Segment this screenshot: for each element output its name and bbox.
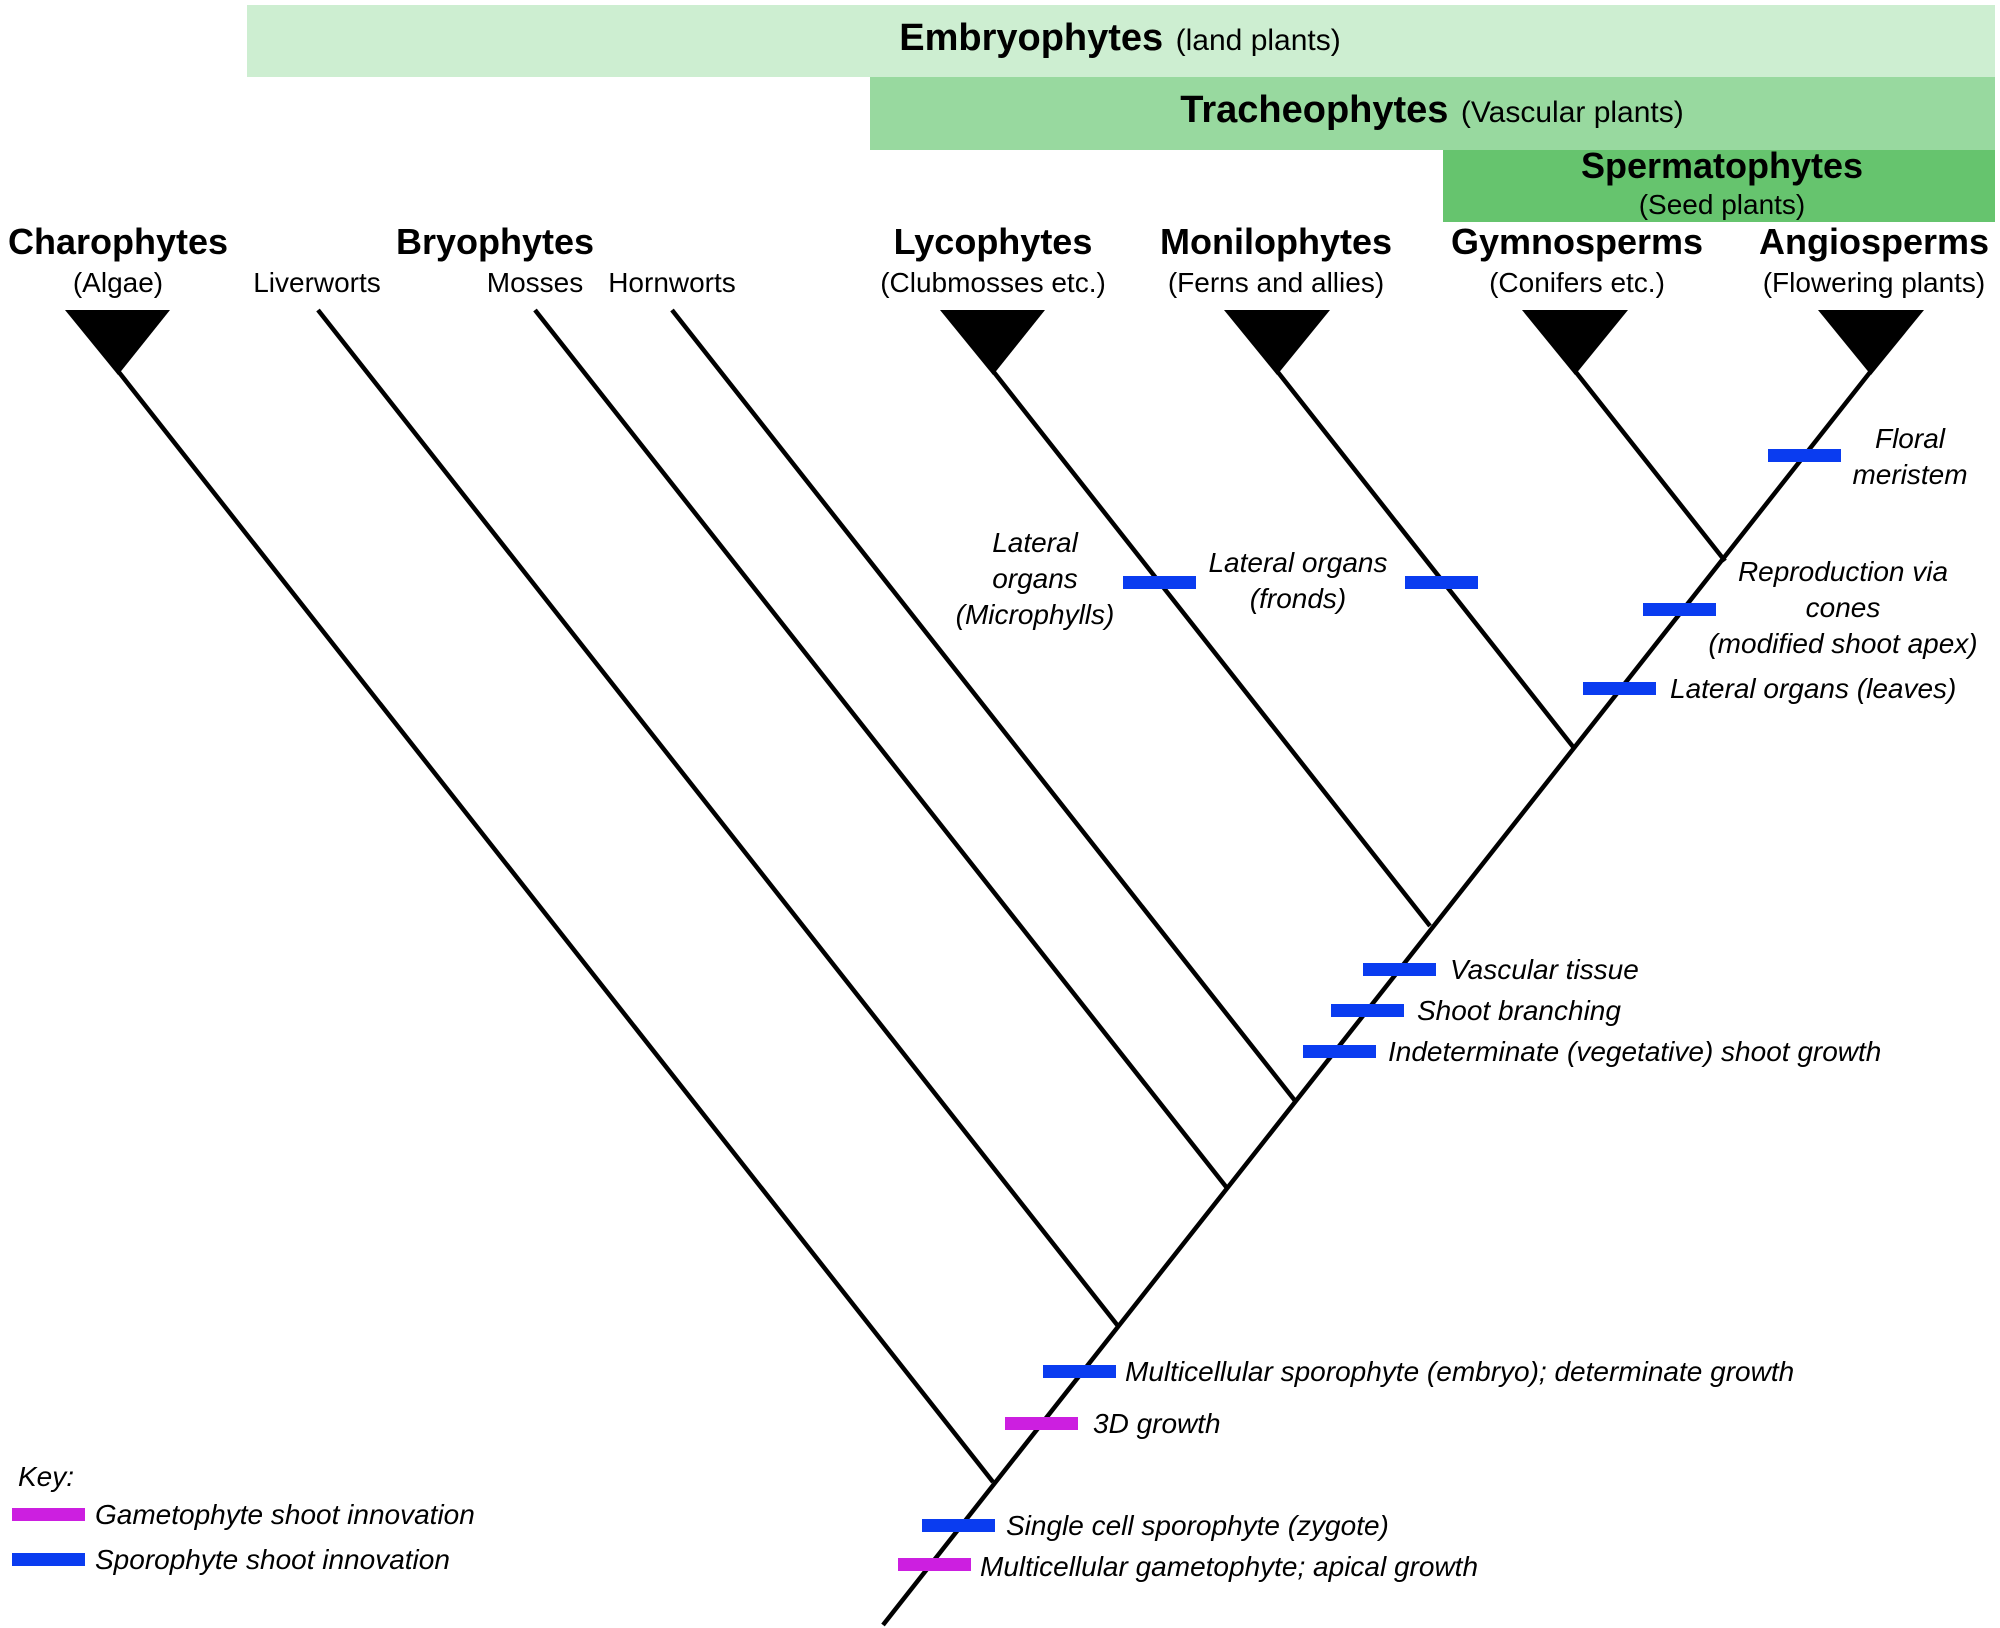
svg-text:Embryophytes (land plant: Embryophytes (land plants): [899, 17, 1341, 59]
lateral-microphylls-label-line3: (Microphylls): [956, 599, 1115, 630]
lateral-microphylls-label-line2: organs: [992, 563, 1078, 594]
bryophytes-name: Bryophytes: [396, 221, 594, 262]
lateral-fronds-marker: [1405, 576, 1478, 589]
legend-gametophyte-swatch: [12, 1508, 85, 1521]
gymnosperms-branch: [1573, 369, 1727, 563]
reproduction-cones-marker: [1643, 603, 1716, 616]
legend: Key: Gametophyte shoot innovation Sporop…: [12, 1461, 475, 1575]
liverworts-label: Liverworts: [253, 267, 381, 298]
multicellular-sporophyte-marker: [1043, 1365, 1116, 1378]
lycophytes-clade-triangle: [940, 310, 1045, 375]
multicellular-gametophyte-label: Multicellular gametophyte; apical growth: [980, 1551, 1478, 1582]
embryophytes-note: (land plants): [1176, 24, 1341, 57]
charophytes-branch: [116, 369, 995, 1484]
shoot-branching-label: Shoot branching: [1417, 995, 1621, 1026]
lateral-microphylls-label-line1: Lateral: [992, 527, 1078, 558]
tracheophytes-bar: [870, 77, 1995, 150]
floral-meristem-label-line1: Floral: [1875, 423, 1946, 454]
angiosperms-name: Angiosperms: [1759, 221, 1989, 262]
indeterminate-growth-marker: [1303, 1045, 1376, 1058]
gymnosperms-clade-triangle: [1522, 310, 1628, 375]
single-cell-sporophyte-marker: [922, 1519, 995, 1532]
lycophytes-sub: (Clubmosses etc.): [880, 267, 1106, 298]
angiosperms-sub: (Flowering plants): [1763, 267, 1986, 298]
tracheophytes-name: Tracheophytes: [1180, 89, 1448, 131]
monilophytes-clade-triangle: [1224, 310, 1330, 375]
charophytes-sub: (Algae): [73, 267, 163, 298]
spermatophytes-note: (Seed plants): [1639, 189, 1806, 220]
legend-title: Key:: [18, 1461, 74, 1492]
hornworts-branch: [670, 308, 1298, 1104]
lateral-fronds-label-line1: Lateral organs: [1208, 547, 1387, 578]
monilophytes-sub: (Ferns and allies): [1168, 267, 1384, 298]
growth-3d-label: 3D growth: [1093, 1408, 1221, 1439]
floral-meristem-marker: [1768, 449, 1841, 462]
tracheophytes-note: (Vascular plants): [1461, 96, 1684, 129]
growth-3d-marker: [1005, 1417, 1078, 1430]
lateral-fronds-label-line2: (fronds): [1250, 583, 1346, 614]
lateral-leaves-label: Lateral organs (leaves): [1670, 673, 1956, 704]
spermatophytes-bar: [1443, 150, 1995, 222]
spermatophytes-name: Spermatophytes: [1581, 145, 1863, 186]
lycophytes-branch: [991, 369, 1432, 928]
lateral-microphylls-marker: [1123, 576, 1196, 589]
gymnosperms-sub: (Conifers etc.): [1489, 267, 1665, 298]
vascular-tissue-label: Vascular tissue: [1450, 954, 1639, 985]
legend-sporophyte-swatch: [12, 1553, 85, 1566]
monilophytes-branch: [1275, 369, 1576, 750]
spine-branch: [881, 369, 1873, 1627]
reproduction-cones-label-line2: cones: [1806, 592, 1881, 623]
embryophytes-name: Embryophytes: [899, 17, 1163, 59]
legend-gametophyte-label: Gametophyte shoot innovation: [95, 1499, 475, 1530]
mosses-branch: [533, 308, 1229, 1190]
shoot-branching-marker: [1331, 1004, 1404, 1017]
charophytes-name: Charophytes: [8, 221, 228, 262]
charophytes-clade-triangle: [65, 310, 170, 375]
legend-sporophyte-label: Sporophyte shoot innovation: [95, 1544, 450, 1575]
single-cell-sporophyte-label: Single cell sporophyte (zygote): [1006, 1510, 1389, 1541]
mosses-label: Mosses: [487, 267, 583, 298]
gymnosperms-name: Gymnosperms: [1451, 221, 1703, 262]
liverworts-branch: [316, 308, 1120, 1328]
floral-meristem-label-line2: meristem: [1852, 459, 1967, 490]
clade-embryophytes: Embryophytes (land plants): [247, 5, 1995, 77]
reproduction-cones-label-line1: Reproduction via: [1738, 556, 1948, 587]
tree-branches: [116, 308, 1873, 1627]
clade-tracheophytes: Tracheophytes (Vascular plants): [870, 77, 1995, 150]
svg-text:Tracheophytes (Vascular: Tracheophytes (Vascular plants): [1180, 89, 1684, 131]
clade-spermatophytes: Spermatophytes (Seed plants): [1443, 145, 1995, 222]
lycophytes-name: Lycophytes: [894, 221, 1093, 262]
lateral-leaves-marker: [1583, 682, 1656, 695]
vascular-tissue-marker: [1363, 963, 1436, 976]
multicellular-sporophyte-label: Multicellular sporophyte (embryo); deter…: [1125, 1356, 1794, 1387]
monilophytes-name: Monilophytes: [1160, 221, 1392, 262]
innovation-markers: [898, 449, 1841, 1571]
angiosperms-clade-triangle: [1818, 310, 1924, 375]
reproduction-cones-label-line3: (modified shoot apex): [1708, 628, 1977, 659]
multicellular-gametophyte-marker: [898, 1558, 971, 1571]
innovation-labels: Floral meristem Reproduction via cones (…: [956, 423, 1978, 1582]
embryophytes-bar: [247, 5, 1995, 77]
hornworts-label: Hornworts: [608, 267, 736, 298]
indeterminate-growth-label: Indeterminate (vegetative) shoot growth: [1388, 1036, 1881, 1067]
